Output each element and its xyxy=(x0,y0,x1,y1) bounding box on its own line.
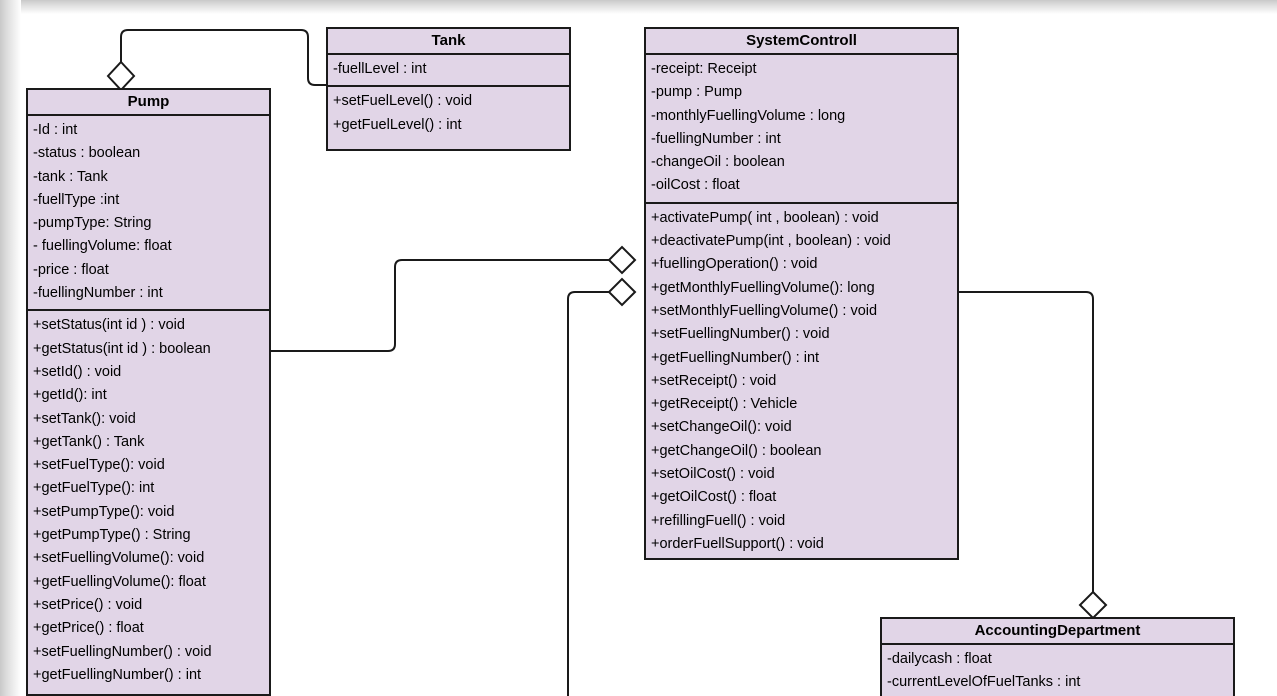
class-title-pump: Pump xyxy=(28,90,269,116)
aggregation-diamond-pump[interactable] xyxy=(106,60,136,92)
class-member: +setStatus(int id ) : void xyxy=(33,317,185,334)
class-member: - fuellingVolume: float xyxy=(33,238,172,255)
aggregation-diamond-systemcontroll-lower[interactable] xyxy=(607,277,637,307)
class-member: +setChangeOil(): void xyxy=(651,419,792,436)
class-member: -price : float xyxy=(33,261,109,278)
class-member: +setId() : void xyxy=(33,363,122,380)
class-member: +getFuellingVolume(): float xyxy=(33,573,206,590)
class-attributes-accountingdepartment: -dailycash : float -currentLevelOfFuelTa… xyxy=(882,645,1233,696)
association-tank-pump[interactable] xyxy=(120,29,327,86)
class-member: -changeOil : boolean xyxy=(651,154,785,171)
class-member: -status : boolean xyxy=(33,145,141,162)
canvas-edge-shadow-left xyxy=(0,0,21,696)
class-member: -pumpType: String xyxy=(33,215,152,232)
canvas-edge-shadow-top xyxy=(0,0,1277,14)
class-member: +setMonthlyFuellingVolume() : void xyxy=(651,302,878,319)
class-title-accountingdepartment: AccountingDepartment xyxy=(882,619,1233,645)
class-member: -fuellLevel : int xyxy=(333,61,427,77)
class-member: -Id : int xyxy=(33,122,78,138)
class-member: +getStatus(int id ) : boolean xyxy=(33,340,211,357)
class-member: +getMonthlyFuellingVolume(): long xyxy=(651,279,875,296)
class-member: +getTank() : Tank xyxy=(33,433,145,450)
class-member: +getFuellingNumber() : int xyxy=(651,349,820,366)
class-member: +activatePump( int , boolean) : void xyxy=(651,209,879,226)
class-operations-tank: +setFuelLevel() : void +getFuelLevel() :… xyxy=(328,87,569,141)
class-box-accountingdepartment[interactable]: AccountingDepartment -dailycash : float … xyxy=(880,617,1235,696)
class-attributes-systemcontroll: -receipt: Receipt -pump : Pump -monthlyF… xyxy=(646,55,957,204)
aggregation-diamond-accountingdepartment[interactable] xyxy=(1078,590,1108,620)
class-member: -fuellingNumber : int xyxy=(33,285,163,302)
class-member: -receipt: Receipt xyxy=(651,61,757,77)
class-member: +setFuellingNumber() : void xyxy=(33,643,212,660)
class-member: +getFuelType(): int xyxy=(33,480,155,497)
class-member: +setFuellingVolume(): void xyxy=(33,550,205,567)
class-member: +setFuelType(): void xyxy=(33,457,165,474)
class-member: +getFuelLevel() : int xyxy=(333,116,462,133)
class-attributes-tank: -fuellLevel : int xyxy=(328,55,569,88)
class-title-tank: Tank xyxy=(328,29,569,55)
class-member: +setOilCost() : void xyxy=(651,466,775,483)
class-member: +setPumpType(): void xyxy=(33,503,175,520)
class-member: +getOilCost() : float xyxy=(651,489,777,506)
class-member: +refillingFuell() : void xyxy=(651,512,786,529)
class-member: +getPrice() : float xyxy=(33,620,144,637)
class-box-pump[interactable]: Pump -Id : int -status : boolean -tank :… xyxy=(26,88,271,696)
class-member: +setPrice() : void xyxy=(33,596,143,613)
class-member: -currentLevelOfFuelTanks : int xyxy=(887,674,1081,691)
class-box-tank[interactable]: Tank -fuellLevel : int +setFuelLevel() :… xyxy=(326,27,571,151)
class-attributes-pump: -Id : int -status : boolean -tank : Tank… xyxy=(28,116,269,312)
class-member: +getPumpType() : String xyxy=(33,527,191,544)
class-member: -fuellingNumber : int xyxy=(651,130,781,147)
association-offscreen-systemcontroll[interactable] xyxy=(567,291,622,696)
association-pump-systemcontroll[interactable] xyxy=(271,259,622,352)
class-member: +setFuellingNumber() : void xyxy=(651,326,830,343)
class-member: +getChangeOil() : boolean xyxy=(651,442,822,459)
class-box-systemcontroll[interactable]: SystemControll -receipt: Receipt -pump :… xyxy=(644,27,959,560)
class-member: +setTank(): void xyxy=(33,410,136,427)
aggregation-diamond-systemcontroll-upper[interactable] xyxy=(607,245,637,275)
class-member: -fuellType :int xyxy=(33,191,120,208)
class-member: +getFuellingNumber() : int xyxy=(33,666,202,683)
class-title-systemcontroll: SystemControll xyxy=(646,29,957,55)
class-member: +orderFuellSupport() : void xyxy=(651,535,824,552)
class-operations-systemcontroll: +activatePump( int , boolean) : void +de… xyxy=(646,204,957,560)
class-member: -monthlyFuellingVolume : long xyxy=(651,107,846,124)
class-member: +setFuelLevel() : void xyxy=(333,93,473,110)
class-member: -oilCost : float xyxy=(651,177,740,194)
class-member: -pump : Pump xyxy=(651,84,743,101)
class-member: -dailycash : float xyxy=(887,651,992,667)
class-member: +fuellingOperation() : void xyxy=(651,256,818,273)
class-member: +setReceipt() : void xyxy=(651,372,777,389)
class-operations-pump: +setStatus(int id ) : void +getStatus(in… xyxy=(28,311,269,691)
class-member: +getReceipt() : Vehicle xyxy=(651,396,798,413)
class-member: -tank : Tank xyxy=(33,168,108,185)
class-member: +deactivatePump(int , boolean) : void xyxy=(651,233,891,250)
class-member: +getId(): int xyxy=(33,387,107,404)
association-systemcontroll-accountingdepartment[interactable] xyxy=(959,291,1094,592)
